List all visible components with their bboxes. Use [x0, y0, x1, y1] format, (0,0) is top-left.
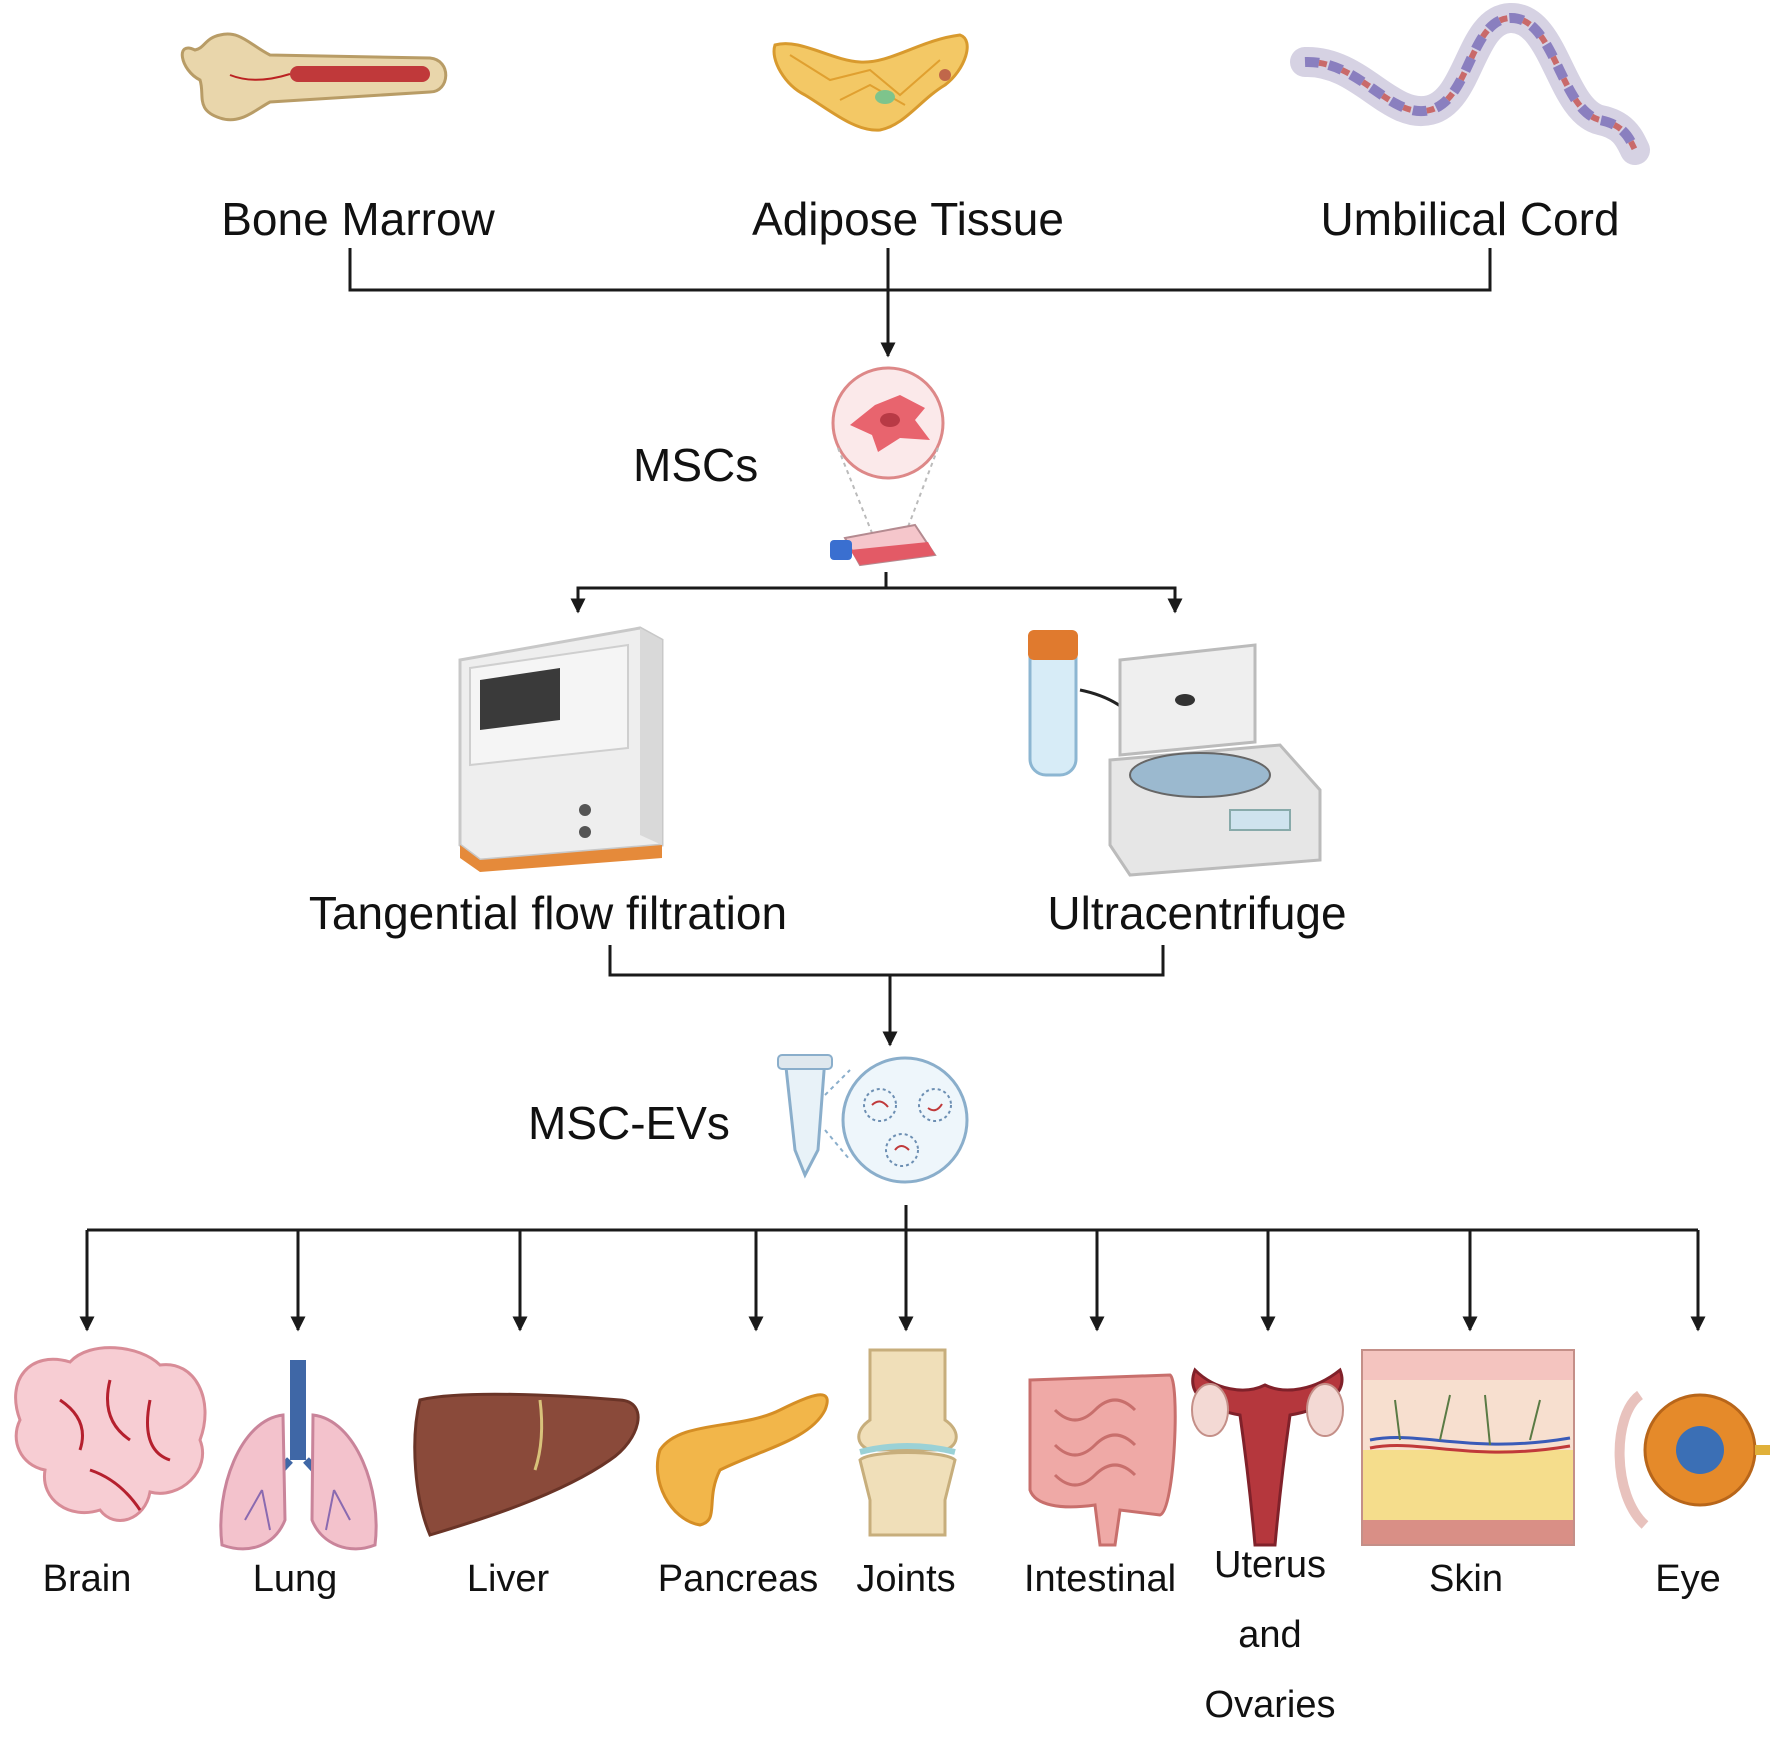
organ-label-uterus-line-1: Uterus [1214, 1544, 1326, 1586]
intestine-icon [1028, 1373, 1177, 1547]
brain-icon [14, 1346, 207, 1522]
source-connectors [348, 248, 1492, 358]
organ-label-liver: Liver [466, 1558, 550, 1600]
pancreas-icon [655, 1393, 829, 1527]
eye-icon [1614, 1390, 1770, 1529]
organ-label-pancreas: Pancreas [657, 1558, 819, 1600]
ev-label: MSC-EVs [528, 1097, 730, 1149]
ev-connectors [608, 945, 1165, 1047]
organ-label-joints: Joints [856, 1558, 956, 1600]
adipose-tissue-icon [772, 33, 969, 132]
organ-label-skin: Skin [1429, 1558, 1503, 1600]
tff-machine-icon [458, 626, 664, 872]
umbilical-cord-icon [1290, 3, 1650, 165]
organ-label-uterus-line-2: and [1238, 1614, 1302, 1656]
organ-label-brain: Brain [42, 1558, 132, 1600]
organ-connectors [79, 1205, 1706, 1332]
source-label-umbilical-cord: Umbilical Cord [1320, 193, 1620, 245]
organ-label-lung: Lung [252, 1558, 338, 1600]
uterus-icon [1191, 1367, 1344, 1547]
ultracentrifuge-icon [1028, 630, 1322, 877]
msc-cell-flask-icon [830, 366, 945, 567]
lung-icon [219, 1360, 378, 1551]
ev-tube-icon [777, 1054, 969, 1184]
method-label-ultracentrifuge: Ultracentrifuge [1047, 887, 1347, 939]
organ-label-uterus-and-ovaries: Uterus and Ovaries [1205, 1530, 1336, 1740]
method-label-tff: Tangential flow filtration [308, 887, 788, 939]
source-label-bone-marrow: Bone Marrow [221, 193, 495, 245]
skin-icon [1361, 1349, 1575, 1546]
organ-label-intestinal: Intestinal [1023, 1558, 1177, 1600]
source-label-adipose-tissue: Adipose Tissue [752, 193, 1064, 245]
msc-label: MSCs [633, 439, 759, 491]
method-connectors [570, 572, 1183, 614]
bone-marrow-icon [180, 32, 448, 122]
organ-label-uterus-line-3: Ovaries [1204, 1684, 1336, 1726]
liver-icon [413, 1392, 640, 1537]
organ-label-eye: Eye [1655, 1558, 1721, 1600]
joint-icon [857, 1348, 958, 1537]
